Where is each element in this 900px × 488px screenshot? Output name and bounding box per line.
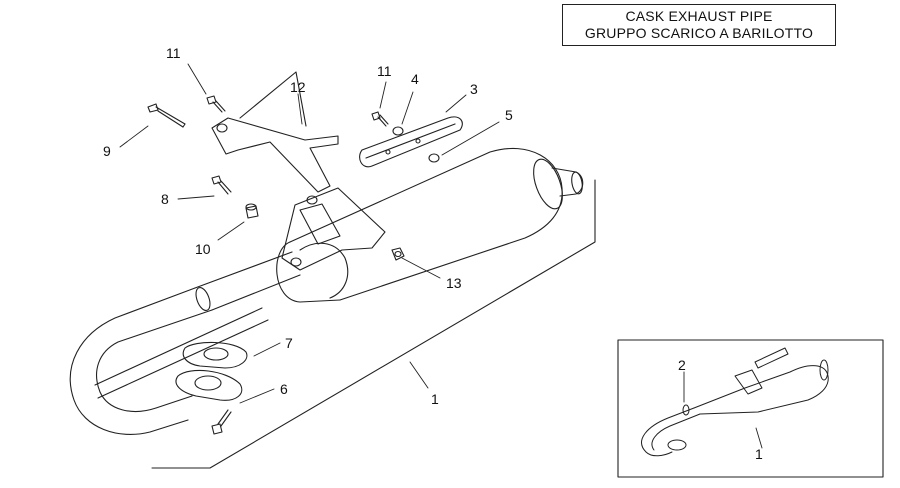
callout-8: 8 xyxy=(161,191,169,207)
part-4-washer xyxy=(392,126,404,136)
callout-13: 13 xyxy=(446,275,462,291)
part-8-bolt xyxy=(211,175,232,195)
inset-callout-2: 2 xyxy=(678,357,686,373)
title-italian: GRUPPO SCARICO A BARILOTTO xyxy=(584,25,814,41)
part-10-spacer xyxy=(245,203,259,219)
part-5-nut xyxy=(428,153,440,163)
title-english: CASK EXHAUST PIPE xyxy=(625,8,773,24)
part-11-bolt-right xyxy=(371,111,389,127)
exhaust-header-pipe xyxy=(69,251,301,435)
callout-10: 10 xyxy=(195,241,211,257)
part-3-heat-shield xyxy=(359,116,463,168)
callout-1: 1 xyxy=(431,391,439,407)
part-12-bracket-arm xyxy=(211,71,339,193)
callout-6: 6 xyxy=(280,381,288,397)
inset-exhaust-assembly xyxy=(641,347,829,457)
inset-callout-1: 1 xyxy=(755,446,763,462)
callout-11: 11 xyxy=(166,45,181,61)
muffler-mount-bracket xyxy=(281,187,386,271)
part-7-gasket xyxy=(182,341,248,369)
part-13-nut xyxy=(391,247,405,261)
inset-leader-lines xyxy=(683,371,763,449)
callout-9: 9 xyxy=(103,143,111,159)
callout-4: 4 xyxy=(411,71,419,87)
part-11-bolt-left xyxy=(206,95,226,113)
muffler-body xyxy=(276,147,584,303)
callout-12: 12 xyxy=(290,79,306,95)
part-6-flange xyxy=(175,369,243,401)
callout-11: 11 xyxy=(377,63,392,79)
inset-frame xyxy=(617,339,884,478)
callout-5: 5 xyxy=(505,107,513,123)
leader-lines xyxy=(119,63,500,404)
part-6-bolt xyxy=(211,409,232,435)
part-1-boundary xyxy=(151,179,596,469)
callout-3: 3 xyxy=(470,81,478,97)
diagram-title-box: CASK EXHAUST PIPE GRUPPO SCARICO A BARIL… xyxy=(562,4,836,46)
part-9-bolt xyxy=(147,103,186,128)
callout-7: 7 xyxy=(285,335,293,351)
